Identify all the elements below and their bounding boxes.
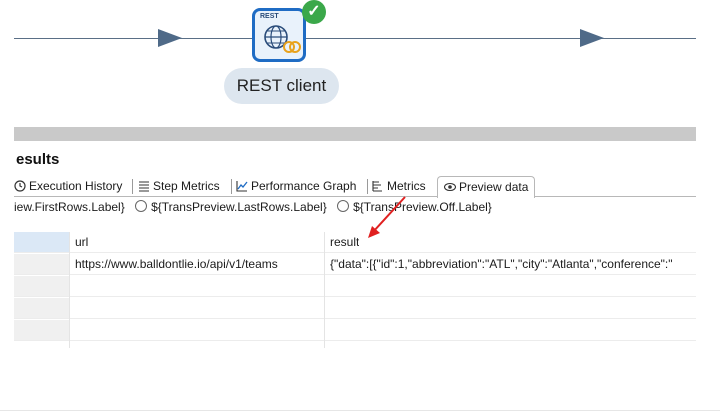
row-number — [14, 298, 69, 318]
radio-last-rows[interactable] — [135, 200, 148, 212]
table-row-empty — [14, 276, 696, 297]
bottom-divider — [0, 410, 720, 411]
table-row[interactable]: https://www.balldontlie.io/api/v1/teams … — [14, 254, 696, 275]
tab-metrics[interactable]: Metrics — [372, 177, 426, 196]
hop-line-right — [306, 38, 696, 39]
row-number — [14, 320, 69, 340]
column-header-url[interactable]: url — [75, 235, 89, 249]
list-icon — [139, 181, 149, 192]
preview-data-table: url result https://www.balldontlie.io/ap… — [14, 232, 696, 348]
row-number-header[interactable] — [14, 232, 69, 252]
tab-step-metrics[interactable]: Step Metrics — [138, 177, 220, 196]
table-row-empty — [14, 298, 696, 319]
rest-text: REST — [260, 13, 279, 20]
rest-client-step[interactable]: REST — [252, 8, 306, 62]
eye-icon — [444, 182, 456, 192]
panel-splitter[interactable] — [14, 127, 696, 141]
tab-separator — [231, 179, 232, 194]
results-title: esults — [16, 151, 60, 168]
graph-icon — [236, 181, 248, 192]
step-name-label[interactable]: REST client — [224, 68, 339, 104]
table-row-empty — [14, 320, 696, 341]
cell-result[interactable]: {"data":[{"id":1,"abbreviation":"ATL","c… — [330, 257, 673, 271]
table-header-row: url result — [14, 232, 696, 253]
rest-globe-icon — [264, 25, 301, 53]
radio-off[interactable] — [337, 200, 350, 212]
tab-execution-history[interactable]: Execution History — [14, 177, 122, 196]
radio-last-rows-label[interactable]: ${TransPreview.LastRows.Label} — [151, 200, 327, 214]
column-divider — [324, 232, 325, 348]
row-number — [14, 276, 69, 296]
column-divider — [69, 232, 70, 348]
tab-performance-graph[interactable]: Performance Graph — [236, 177, 356, 196]
hop-line-left — [14, 38, 252, 39]
tab-label: Step Metrics — [153, 179, 220, 193]
column-header-result[interactable]: result — [330, 235, 360, 249]
tab-preview-data[interactable]: Preview data — [437, 176, 536, 198]
hop-arrow-right — [580, 29, 604, 47]
preview-mode-radios: iew.FirstRows.Label} ${TransPreview.Last… — [14, 200, 492, 220]
tab-separator — [132, 179, 133, 194]
hop-arrow-left — [158, 29, 182, 47]
radio-first-rows-label[interactable]: iew.FirstRows.Label} — [14, 200, 125, 214]
check-circle-icon: ✓ — [302, 0, 326, 24]
radio-off-label[interactable]: ${TransPreview.Off.Label} — [353, 200, 492, 214]
tab-label: Metrics — [387, 179, 426, 193]
history-icon — [14, 180, 26, 192]
tab-label: Execution History — [29, 179, 123, 193]
tab-separator — [367, 179, 368, 194]
row-number[interactable] — [14, 254, 69, 274]
results-tab-bar: Execution History Step Metrics Performan… — [14, 174, 696, 198]
cell-url[interactable]: https://www.balldontlie.io/api/v1/teams — [75, 257, 278, 271]
tab-label: Performance Graph — [251, 179, 357, 193]
tab-label: Preview data — [459, 180, 529, 194]
metrics-icon — [372, 181, 382, 192]
